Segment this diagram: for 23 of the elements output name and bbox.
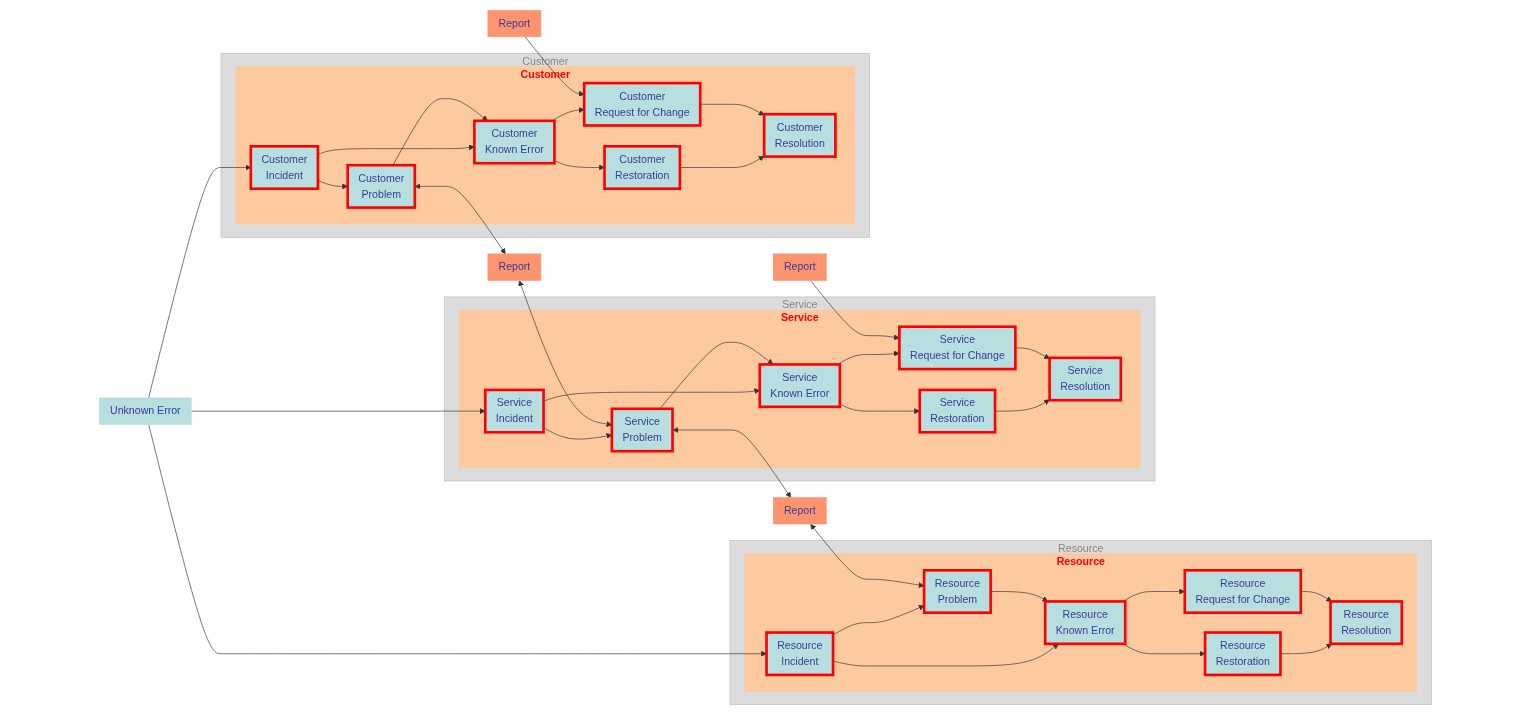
node-box: Resource Known Error — [1043, 600, 1127, 646]
node-box: Customer Incident — [249, 145, 320, 191]
node-box: Report — [772, 497, 827, 525]
node-box: Service Resolution — [1048, 356, 1123, 402]
node-box: Service Problem — [610, 407, 674, 453]
node-box: Resource Problem — [922, 569, 992, 614]
node-box: Report — [487, 9, 542, 38]
node-box: Resource Incident — [765, 631, 835, 677]
node-box: Customer Resolution — [762, 112, 837, 158]
node-box: Report — [487, 253, 542, 281]
node-box: Report — [772, 253, 827, 281]
node-box: Customer Restoration — [603, 145, 682, 191]
node-box: Unknown Error — [99, 397, 192, 425]
node-box: Resource Resolution — [1329, 600, 1404, 646]
node-box: Resource Request for Change — [1183, 569, 1303, 614]
node-box: Service Known Error — [758, 363, 842, 409]
node-box: Customer Request for Change — [582, 81, 702, 127]
node-box: Customer Problem — [346, 163, 417, 209]
node-box: Customer Known Error — [473, 119, 556, 165]
node-box: Service Incident — [483, 388, 545, 434]
node-box: Resource Restoration — [1203, 631, 1282, 677]
node-box: Service Restoration — [918, 388, 997, 434]
node-box: Service Request for Change — [898, 325, 1017, 371]
